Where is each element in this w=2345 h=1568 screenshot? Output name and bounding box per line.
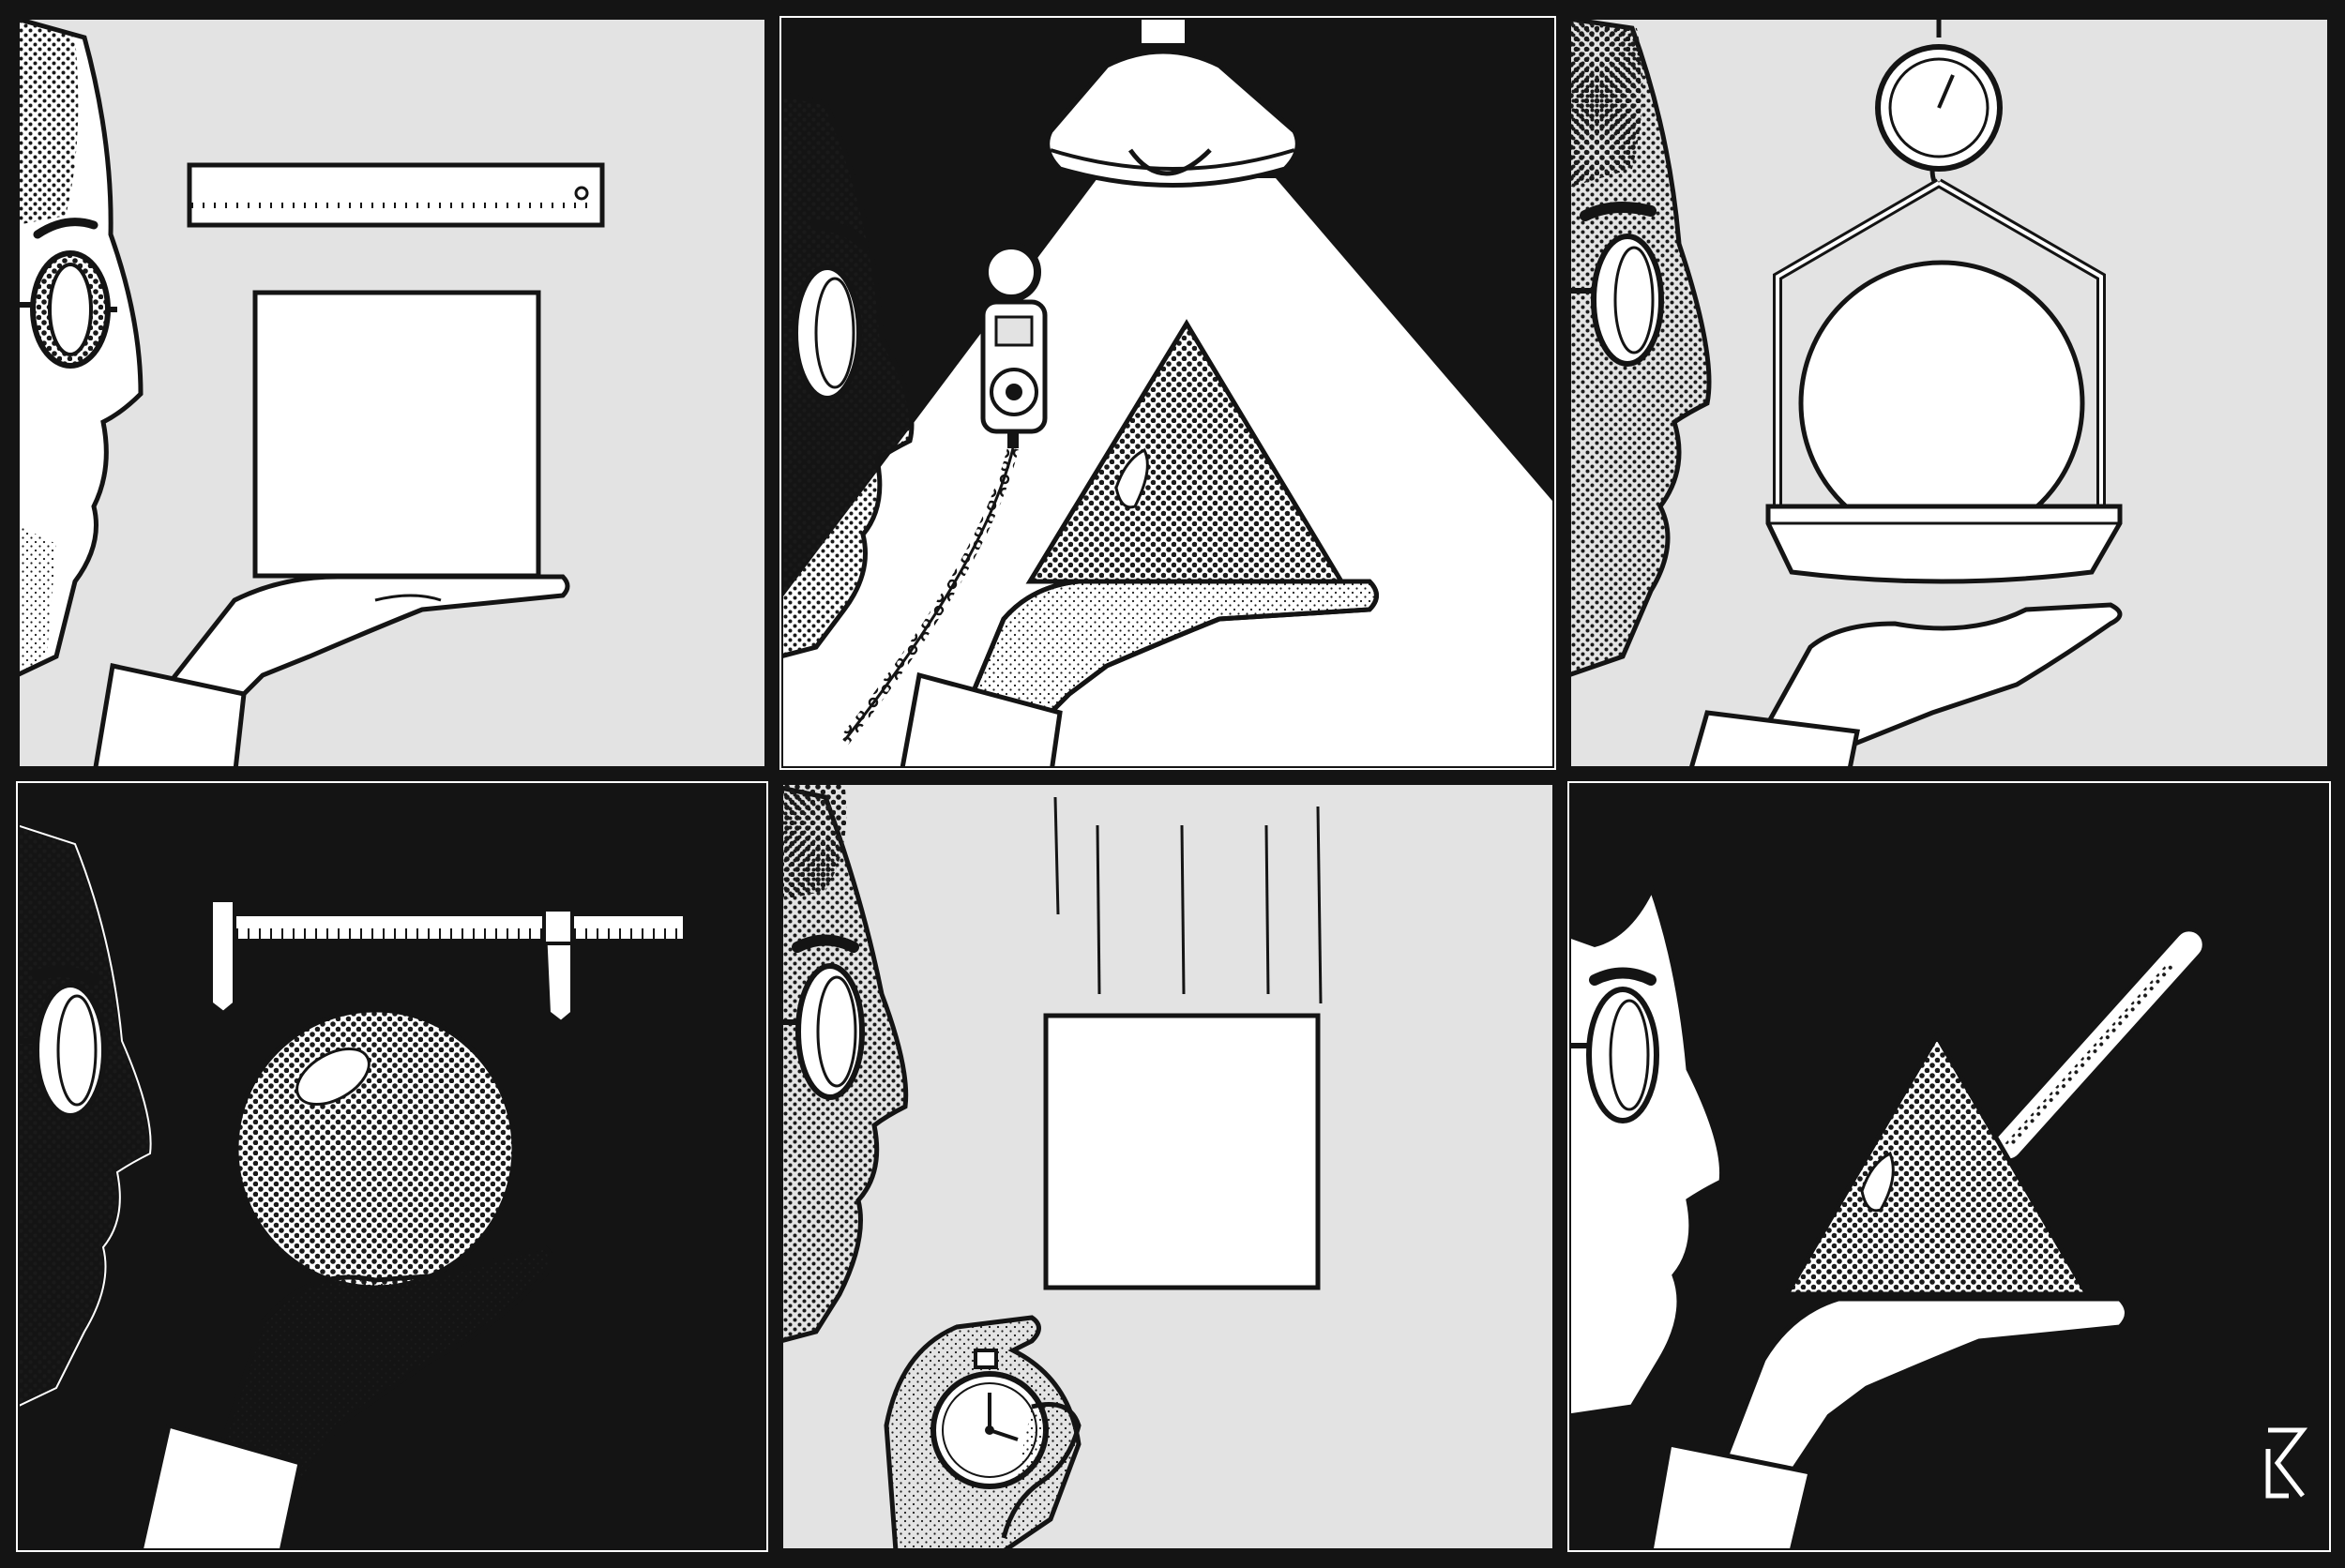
hand — [138, 1244, 554, 1551]
panel-measure-weight — [1568, 17, 2330, 769]
panel-measure-fall-time — [780, 782, 1555, 1551]
panel-measure-temperature — [1568, 782, 2330, 1551]
glasses-icon — [1568, 987, 1659, 1123]
shirt-cuff — [1688, 710, 1860, 769]
ceiling-lamp-icon — [1045, 17, 1300, 188]
white-cube — [1043, 1013, 1321, 1290]
hand — [93, 574, 570, 769]
glasses-icon — [780, 264, 862, 401]
glasses-icon — [17, 982, 107, 1119]
panel-inner-edges — [16, 16, 2331, 1552]
light-meter-icon — [840, 242, 1048, 745]
glasses-icon — [780, 963, 865, 1100]
hanging-scale-icon — [1773, 17, 2106, 506]
hair-shading — [780, 782, 847, 900]
shirt-cuff — [138, 1422, 303, 1551]
hair-shading — [1568, 19, 1643, 188]
ruler-icon — [187, 162, 605, 228]
artist-monogram-icon — [2265, 1427, 2308, 1499]
hand — [1688, 602, 2123, 769]
shirt-cuff — [1648, 1441, 1814, 1551]
hand — [1648, 1296, 2129, 1551]
hand — [900, 579, 1379, 769]
shirt-cuff — [900, 671, 1063, 769]
white-sphere — [1798, 260, 2085, 547]
stippled-sphere — [234, 1007, 517, 1290]
panel-measure-light — [780, 17, 1555, 769]
panel-measure-length — [17, 17, 767, 769]
motion-lines — [1053, 796, 1323, 1004]
glasses-icon — [17, 250, 117, 369]
stippled-pyramid — [1782, 1032, 2092, 1297]
glasses-icon — [1568, 234, 1664, 367]
hair-shading — [17, 19, 79, 225]
shirt-cuff — [93, 663, 247, 769]
white-cube — [252, 290, 541, 579]
scale-pan — [1765, 504, 2123, 584]
caliper-icon — [209, 898, 687, 1025]
panel-measure-diameter — [17, 782, 767, 1551]
